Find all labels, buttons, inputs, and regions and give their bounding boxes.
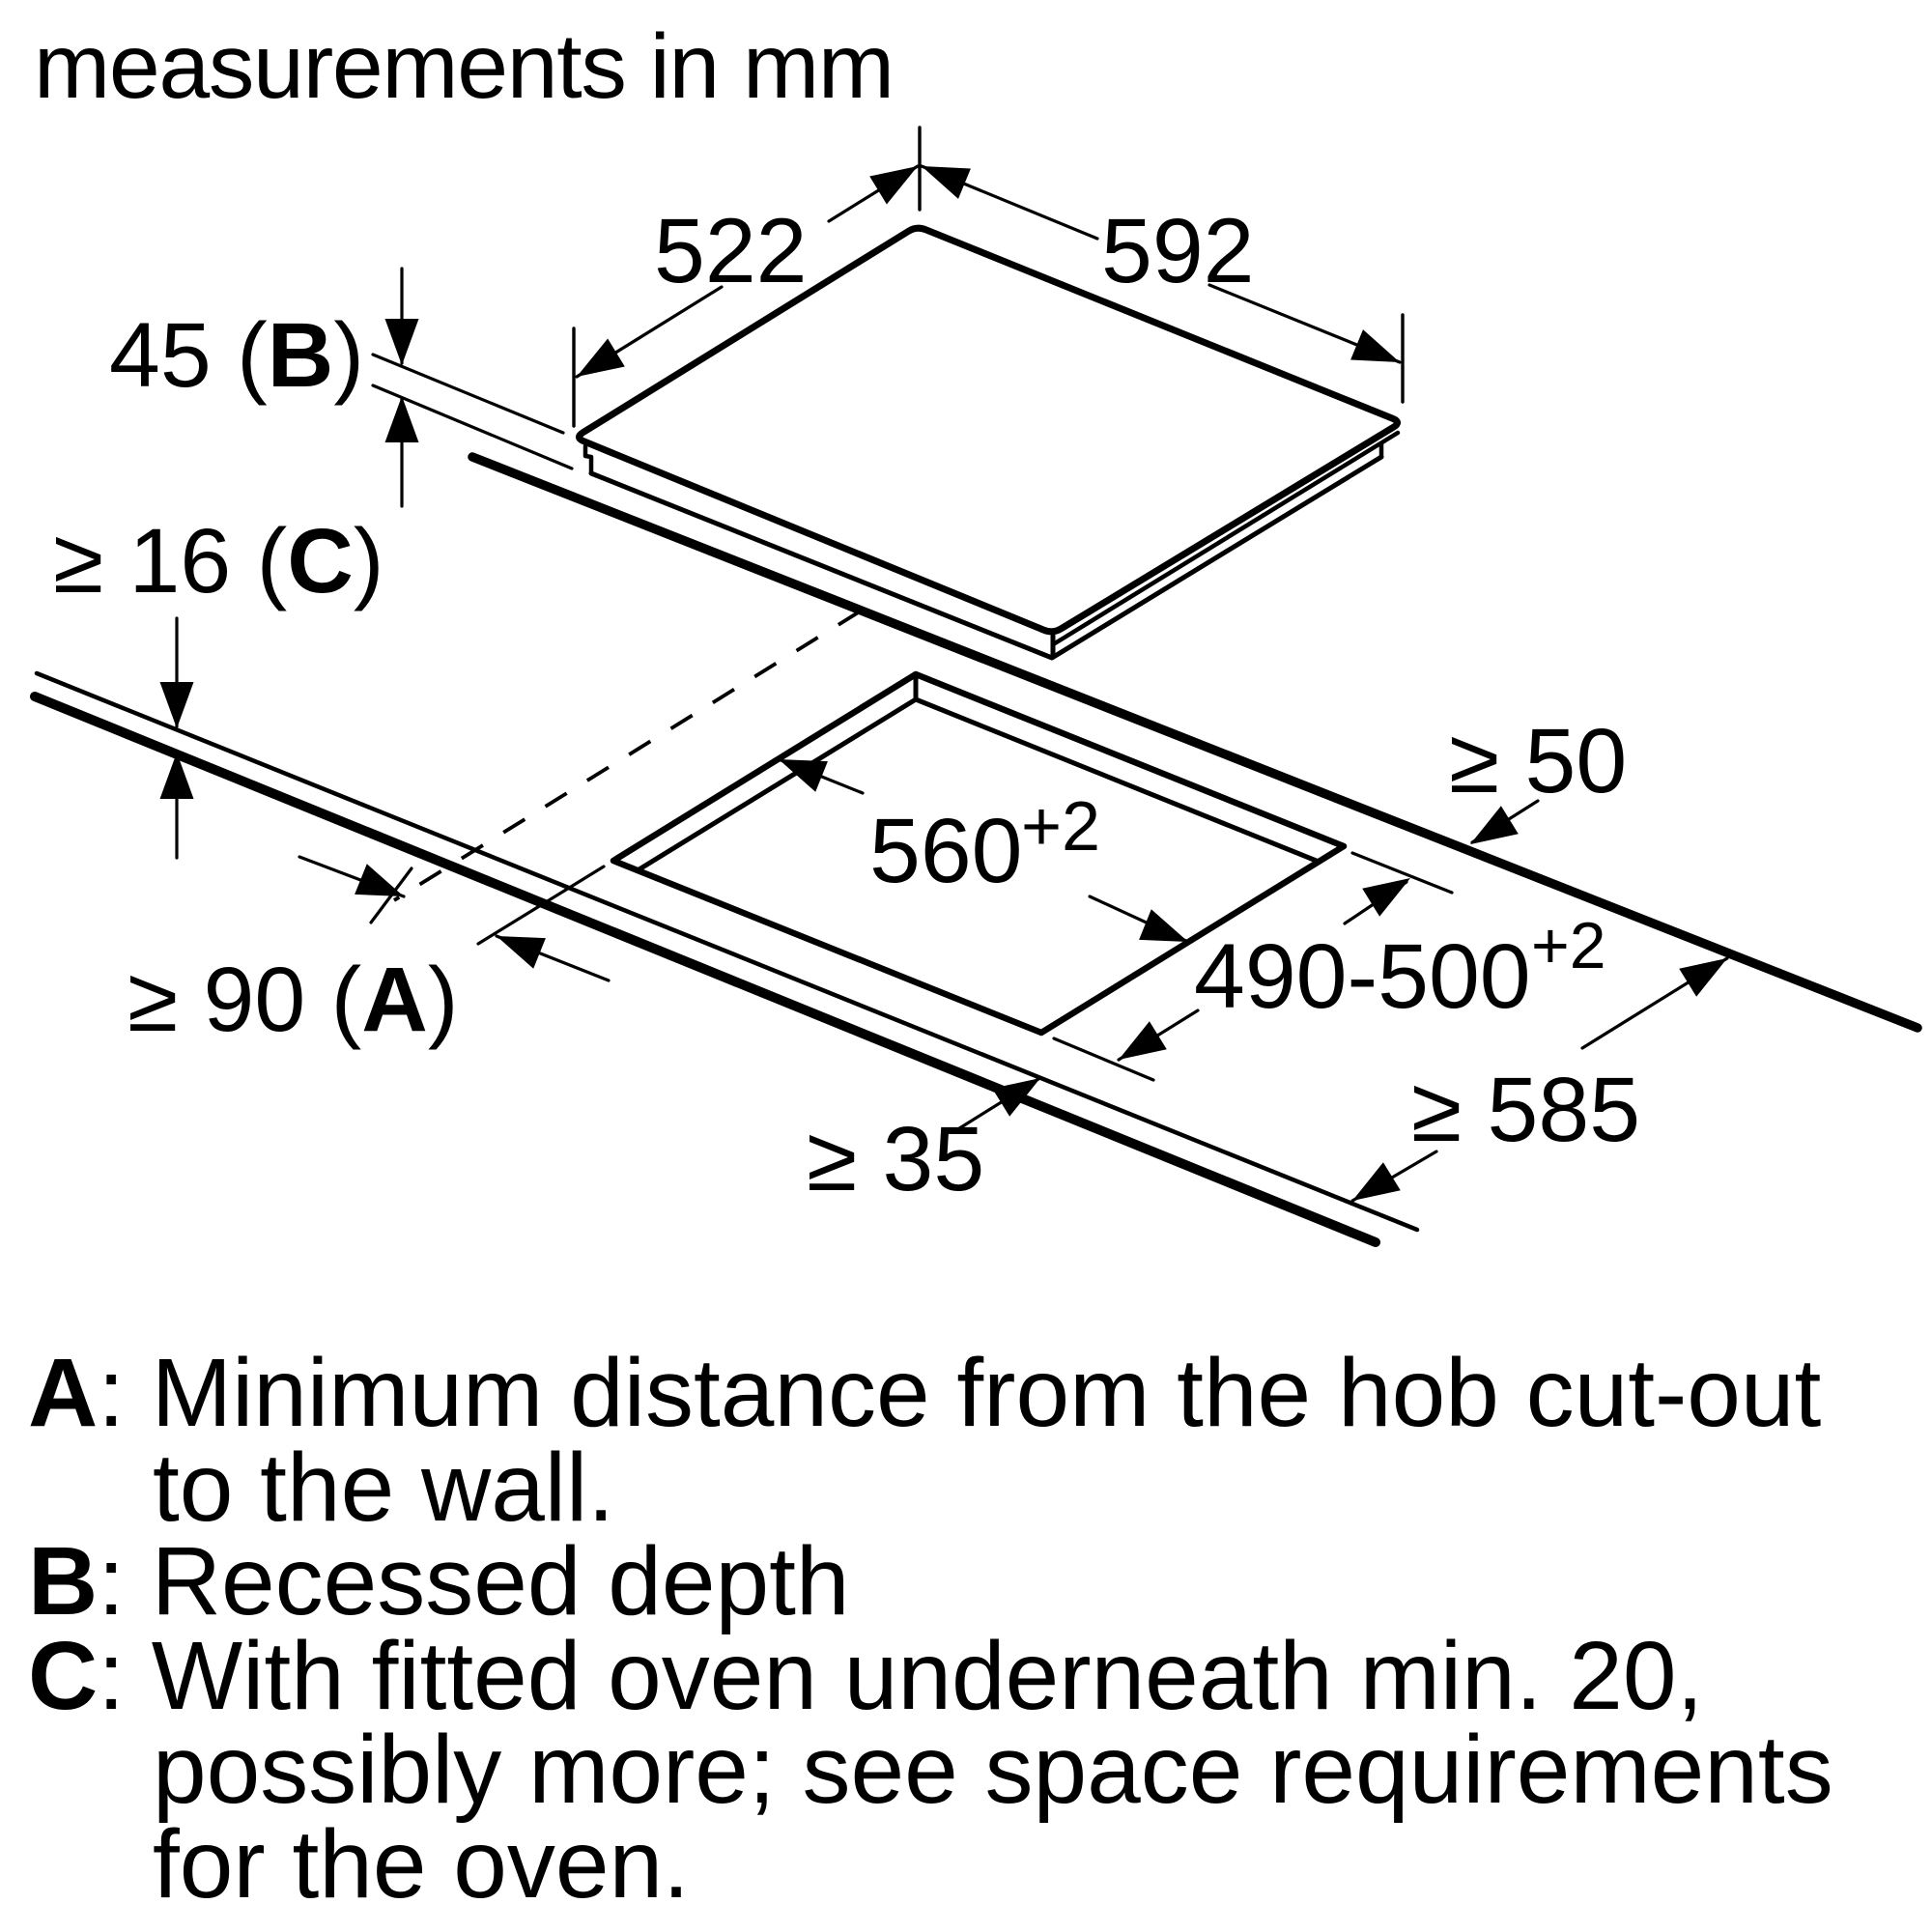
svg-text:measurements in mm: measurements in mm bbox=[34, 15, 895, 118]
svg-text:C: With fitted oven underneath: C: With fitted oven underneath min. 20, bbox=[28, 1622, 1703, 1730]
svg-text:490-500: 490-500 bbox=[1194, 925, 1531, 1028]
svg-text:45 (B): 45 (B) bbox=[109, 304, 364, 407]
svg-text:≥ 35: ≥ 35 bbox=[807, 1108, 984, 1210]
svg-text:≥ 90 (A): ≥ 90 (A) bbox=[128, 949, 458, 1051]
svg-text:A: Minimum distance from the h: A: Minimum distance from the hob cut-out bbox=[28, 1339, 1822, 1447]
svg-text:+2: +2 bbox=[1021, 788, 1100, 866]
svg-text:≥ 16 (C): ≥ 16 (C) bbox=[53, 510, 384, 612]
svg-text:+2: +2 bbox=[1531, 909, 1606, 982]
svg-text:≥ 585: ≥ 585 bbox=[1411, 1059, 1640, 1161]
svg-text:592: 592 bbox=[1101, 200, 1255, 302]
svg-text:for the oven.: for the oven. bbox=[153, 1810, 690, 1918]
svg-text:≥ 50: ≥ 50 bbox=[1449, 710, 1627, 812]
svg-text:522: 522 bbox=[654, 200, 808, 302]
svg-text:560: 560 bbox=[869, 800, 1023, 902]
svg-text:to the wall.: to the wall. bbox=[153, 1434, 614, 1542]
svg-text:possibly more; see space requi: possibly more; see space requirements bbox=[153, 1716, 1833, 1824]
svg-text:B: Recessed depth: B: Recessed depth bbox=[28, 1527, 850, 1635]
